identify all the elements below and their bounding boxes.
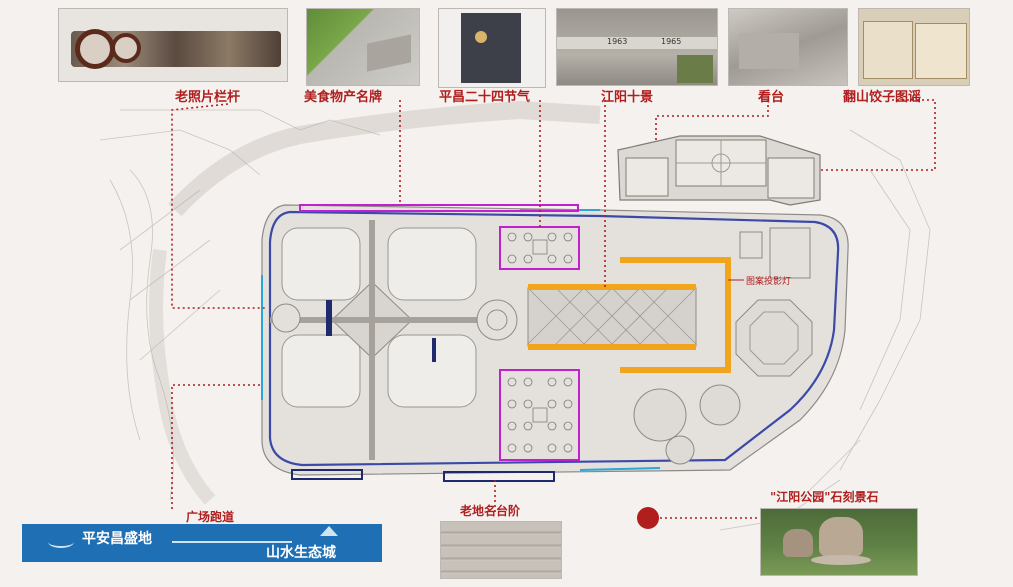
label-pattern-lamp: 图案投影灯 bbox=[746, 275, 791, 287]
label-dumpling-ballad: 翻山饺子图谣 bbox=[843, 90, 922, 105]
label-old-place-steps: 老地名台阶 bbox=[460, 504, 521, 518]
label-viewing-platform: 看台 bbox=[758, 90, 785, 105]
photo-dumpling-ballad bbox=[858, 8, 970, 86]
photo-24-solar-terms bbox=[438, 8, 546, 88]
photo-food-specialty-sign bbox=[306, 8, 420, 86]
label-old-photo-railing: 老照片栏杆 bbox=[175, 90, 241, 105]
label-jiangyang-ten-views: 江阳十景 bbox=[601, 90, 654, 105]
label-24-solar-terms: 平昌二十四节气 bbox=[439, 90, 531, 105]
banner-left-text: 平安昌盛地 bbox=[82, 531, 152, 547]
year-label-b: 1965 bbox=[661, 37, 682, 46]
banner-wave-icon bbox=[48, 536, 74, 548]
photo-old-place-steps bbox=[440, 521, 562, 579]
label-food-specialty-sign: 美食物产名牌 bbox=[304, 90, 383, 105]
slogan-banner: 平安昌盛地 山水生态城 bbox=[22, 524, 382, 562]
photo-park-stone bbox=[760, 508, 918, 576]
photo-old-photo-railing bbox=[58, 8, 288, 82]
year-label-a: 1963 bbox=[607, 37, 628, 46]
label-park-stone: "江阳公园"石刻景石 bbox=[770, 490, 879, 504]
banner-right-text: 山水生态城 bbox=[266, 545, 336, 561]
photo-viewing-platform bbox=[728, 8, 848, 86]
photo-jiangyang-ten-views: 1963 1965 bbox=[556, 8, 718, 86]
mountain-icon bbox=[320, 526, 338, 536]
label-plaza-track: 广场跑道 bbox=[186, 510, 235, 524]
banner-divider bbox=[172, 541, 292, 543]
